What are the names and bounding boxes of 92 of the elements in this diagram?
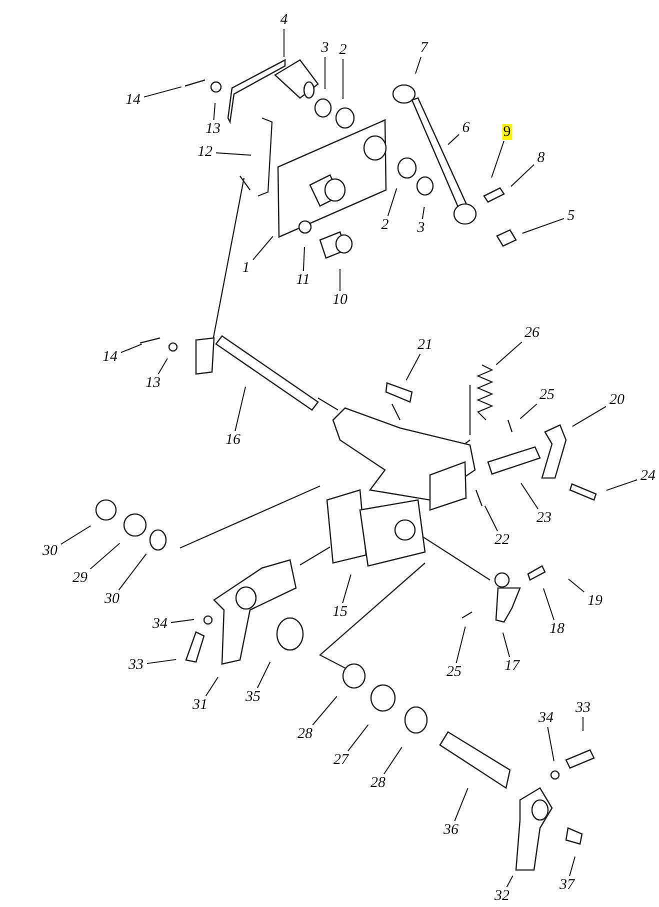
callout-number: 8 xyxy=(536,150,546,166)
callout-number: 33 xyxy=(128,657,144,673)
callout-number: 14 xyxy=(102,349,118,365)
callout-number: 30 xyxy=(104,591,120,607)
callout-number: 24 xyxy=(640,468,656,484)
leader-line xyxy=(414,56,422,74)
leader-line xyxy=(502,632,510,658)
leader-line xyxy=(542,588,555,620)
leader-line xyxy=(387,188,398,216)
leader-line xyxy=(506,875,514,888)
leader-line xyxy=(522,218,564,234)
callout-number: 21 xyxy=(416,337,434,353)
callout-number: 15 xyxy=(332,604,348,620)
callout-number: 20 xyxy=(608,392,626,408)
callout-number: 6 xyxy=(461,120,471,136)
callout-number: 3 xyxy=(320,40,330,56)
leader-line xyxy=(144,86,182,98)
callout-number: 29 xyxy=(72,570,88,586)
callout-number: 17 xyxy=(504,658,520,674)
leader-line xyxy=(120,344,142,354)
callout-number: 22 xyxy=(494,532,510,548)
leader-line xyxy=(520,482,539,510)
leader-line xyxy=(205,676,218,696)
callout-number: 31 xyxy=(192,697,208,713)
callout-number: 13 xyxy=(144,375,162,391)
leader-line xyxy=(146,658,176,664)
leader-line xyxy=(496,342,522,366)
callout-number: 14 xyxy=(124,92,142,108)
callout-number: 16 xyxy=(224,432,242,448)
callout-number: 4 xyxy=(279,12,289,28)
callout-number: 11 xyxy=(295,272,311,288)
callout-number: 10 xyxy=(332,292,348,308)
leader-line xyxy=(406,354,421,381)
callout-number: 9 xyxy=(502,124,512,140)
leader-line xyxy=(448,134,460,145)
leader-line xyxy=(520,404,538,420)
callout-number: 28 xyxy=(296,726,314,742)
callout-number: 12 xyxy=(196,144,214,160)
callout-number: 7 xyxy=(419,40,429,56)
callout-number: 34 xyxy=(152,616,168,632)
leader-line xyxy=(234,386,246,432)
leader-line xyxy=(283,29,285,57)
leader-line xyxy=(547,726,555,762)
leader-line xyxy=(342,574,352,604)
callout-number: 23 xyxy=(536,510,552,526)
leader-line xyxy=(302,246,306,272)
leader-line xyxy=(216,152,252,156)
leader-line xyxy=(568,578,584,592)
leader-line xyxy=(118,553,147,590)
callout-number: 25 xyxy=(446,664,462,680)
leader-line xyxy=(342,59,344,99)
leader-line xyxy=(256,662,271,688)
leader-line xyxy=(572,406,606,427)
leader-line xyxy=(569,856,576,876)
callout-number: 18 xyxy=(548,621,566,637)
callout-number: 19 xyxy=(586,593,604,609)
leader-line xyxy=(491,140,504,178)
callout-number: 28 xyxy=(370,775,386,791)
callout-number: 30 xyxy=(42,543,58,559)
leader-line xyxy=(484,506,498,532)
callout-number: 36 xyxy=(442,822,460,838)
callout-number: 25 xyxy=(538,387,556,403)
leader-line xyxy=(213,102,216,120)
callout-number: 5 xyxy=(566,208,576,224)
leader-line xyxy=(348,724,369,752)
callout-number: 37 xyxy=(558,877,576,893)
leader-line xyxy=(456,626,466,664)
callout-number: 1 xyxy=(241,260,251,276)
leader-line xyxy=(252,236,274,260)
leader-line xyxy=(454,788,468,822)
leader-line xyxy=(170,618,194,624)
leader-line xyxy=(312,696,338,726)
leader-line xyxy=(90,542,120,570)
callout-number: 2 xyxy=(338,42,348,58)
callout-number: 33 xyxy=(574,700,592,716)
callout-number: 35 xyxy=(244,689,262,705)
callout-number: 34 xyxy=(538,710,554,726)
leader-line xyxy=(60,525,91,545)
callout-number: 3 xyxy=(416,220,426,236)
callout-number: 32 xyxy=(494,888,510,904)
leader-line xyxy=(324,57,326,89)
callout-number: 13 xyxy=(204,121,222,137)
callout-number: 26 xyxy=(524,325,540,341)
leader-line xyxy=(339,269,341,291)
leader-line xyxy=(158,358,168,374)
leader-line xyxy=(582,717,584,731)
leader-line xyxy=(510,164,534,187)
callout-number: 27 xyxy=(332,752,350,768)
leader-line xyxy=(384,746,402,774)
callout-number: 2 xyxy=(380,217,390,233)
leader-line xyxy=(606,479,638,491)
leader-line xyxy=(422,206,425,220)
